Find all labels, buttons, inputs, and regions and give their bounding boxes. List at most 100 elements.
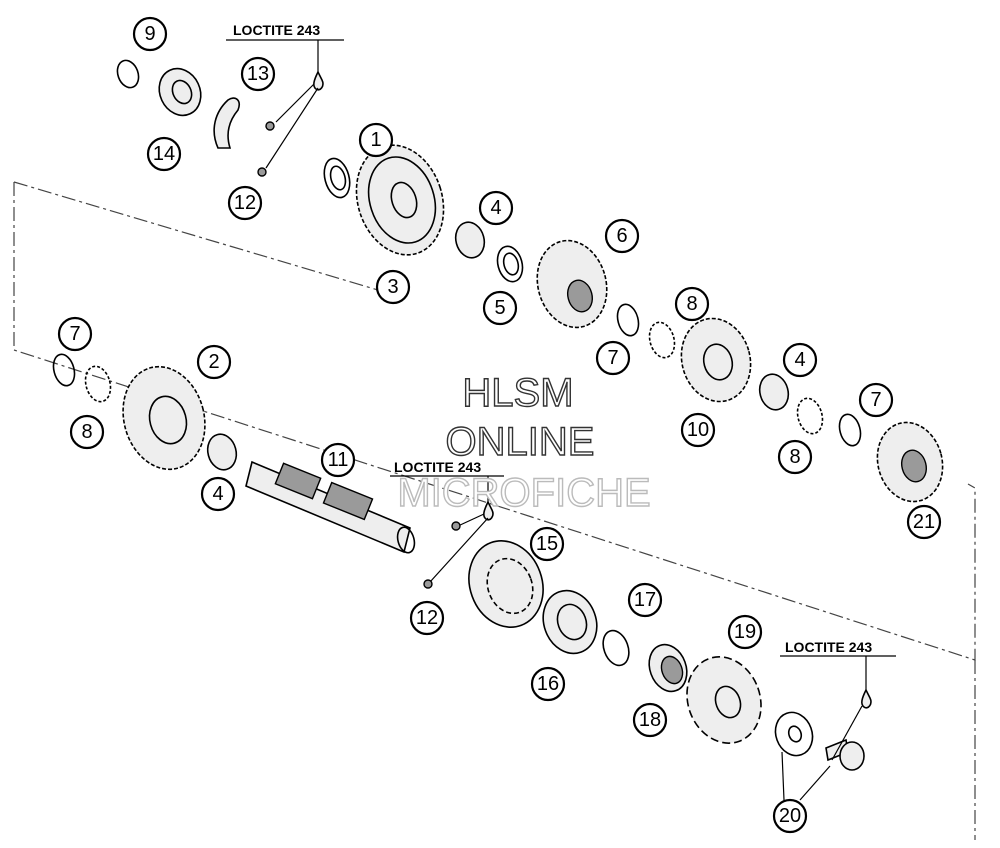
- callout-4-right: 4: [782, 342, 818, 378]
- callout-7-right: 7: [858, 382, 894, 418]
- callout-8-left: 8: [69, 414, 105, 450]
- callout-13: 13: [240, 56, 276, 92]
- svg-text:8: 8: [789, 446, 800, 468]
- needle-bearing-part-c: [206, 433, 238, 471]
- loctite-drop-top: [313, 70, 324, 91]
- circlip-part-d: [52, 353, 76, 387]
- svg-text:10: 10: [687, 419, 709, 441]
- gear-part-1: [355, 144, 445, 256]
- leader-loctite-mid-b: [429, 517, 489, 583]
- leader-loctite-bottom-label: [780, 655, 896, 690]
- o-ring-part: [602, 629, 630, 667]
- retaining-plate-part: [213, 97, 240, 149]
- svg-text:7: 7: [69, 323, 80, 345]
- gear-part-21: [876, 421, 944, 503]
- svg-text:8: 8: [686, 293, 697, 315]
- callout-3: 3: [375, 269, 411, 305]
- screw-part-12-mid-a: [451, 521, 461, 531]
- callout-12-top: 12: [227, 185, 263, 221]
- gear-part-10: [680, 317, 752, 403]
- leader-loctite-bottom-a: [831, 705, 863, 761]
- loctite-drop-mid: [483, 500, 494, 521]
- needle-bearing-part-a: [454, 221, 486, 259]
- svg-text:12: 12: [234, 192, 256, 214]
- screw-part-12-mid-b: [423, 579, 433, 589]
- svg-text:1: 1: [370, 129, 381, 151]
- callout-8-top: 8: [674, 286, 710, 322]
- callout-17: 17: [627, 582, 663, 618]
- callout-15: 15: [529, 526, 565, 562]
- callout-5: 5: [482, 290, 518, 326]
- svg-text:13: 13: [247, 63, 269, 85]
- callout-19: 19: [727, 614, 763, 650]
- leader-loctite-mid-a: [457, 513, 485, 527]
- callout-4-top: 4: [478, 190, 514, 226]
- svg-text:17: 17: [634, 589, 656, 611]
- shaft-seal-part: [542, 589, 598, 655]
- gear-part-6: [536, 239, 608, 329]
- circlip-part-b: [616, 303, 640, 337]
- callout-2: 2: [196, 344, 232, 380]
- svg-text:4: 4: [490, 197, 501, 219]
- loctite-note-top: LOCTITE 243: [233, 22, 320, 38]
- splined-washer-part-c: [84, 365, 112, 403]
- svg-text:5: 5: [494, 297, 505, 319]
- leader-loctite-mid-label: [390, 475, 504, 502]
- svg-text:12: 12: [416, 607, 438, 629]
- svg-text:3: 3: [387, 276, 398, 298]
- watermark-line1: HLSM: [462, 371, 573, 415]
- bearing-part-large: [468, 540, 544, 628]
- leader-20-a: [781, 751, 785, 801]
- svg-text:15: 15: [536, 533, 558, 555]
- callout-6: 6: [604, 218, 640, 254]
- svg-text:7: 7: [607, 347, 618, 369]
- callout-18: 18: [632, 702, 668, 738]
- thrust-washer-part-a: [323, 157, 351, 199]
- leader-loctite-top-label: [226, 39, 344, 72]
- spacer-bushing-part: [648, 643, 688, 693]
- loctite-note-bottom: LOCTITE 243: [785, 639, 872, 655]
- sprocket-washer-part: [774, 711, 814, 757]
- callout-12-mid: 12: [409, 600, 445, 636]
- svg-text:18: 18: [639, 709, 661, 731]
- transmission-shaft-part: [245, 460, 416, 554]
- needle-bearing-part-b: [758, 373, 790, 411]
- circlip-part-c: [838, 413, 862, 447]
- svg-text:11: 11: [328, 449, 349, 471]
- callout-21: 21: [906, 504, 942, 540]
- callout-7-mid: 7: [595, 340, 631, 376]
- svg-text:8: 8: [81, 421, 92, 443]
- callout-11: 11: [320, 442, 356, 478]
- callout-7-left: 7: [57, 316, 93, 352]
- sprocket-bolt-part: [825, 738, 865, 771]
- svg-text:9: 9: [144, 23, 155, 45]
- callout-16: 16: [530, 666, 566, 702]
- svg-text:6: 6: [616, 225, 627, 247]
- watermark-line3: MICROFICHE: [397, 471, 650, 515]
- callout-14: 14: [146, 136, 182, 172]
- leader-20-b: [799, 765, 831, 801]
- watermark-line2: ONLINE: [446, 420, 595, 464]
- sprocket-part: [686, 656, 762, 744]
- screw-part-12-top: [257, 167, 267, 177]
- screw-part-13: [265, 121, 275, 131]
- svg-text:7: 7: [870, 389, 881, 411]
- leader-loctite-top-a: [275, 83, 315, 123]
- assembly-outline-top: [13, 181, 379, 291]
- splined-washer-part-b: [796, 397, 824, 435]
- leader-loctite-top-b: [265, 87, 319, 169]
- circlip-part: [116, 59, 140, 89]
- loctite-note-mid: LOCTITE 243: [394, 459, 481, 475]
- callout-20: 20: [772, 798, 808, 834]
- svg-text:2: 2: [208, 351, 219, 373]
- svg-text:4: 4: [212, 483, 223, 505]
- loctite-drop-bottom: [861, 688, 872, 709]
- svg-text:16: 16: [537, 673, 559, 695]
- gear-part-2: [122, 365, 206, 471]
- callout-9: 9: [132, 16, 168, 52]
- svg-text:21: 21: [913, 511, 935, 533]
- svg-text:19: 19: [734, 621, 756, 643]
- callout-10: 10: [680, 412, 716, 448]
- bearing-part-small: [158, 67, 202, 117]
